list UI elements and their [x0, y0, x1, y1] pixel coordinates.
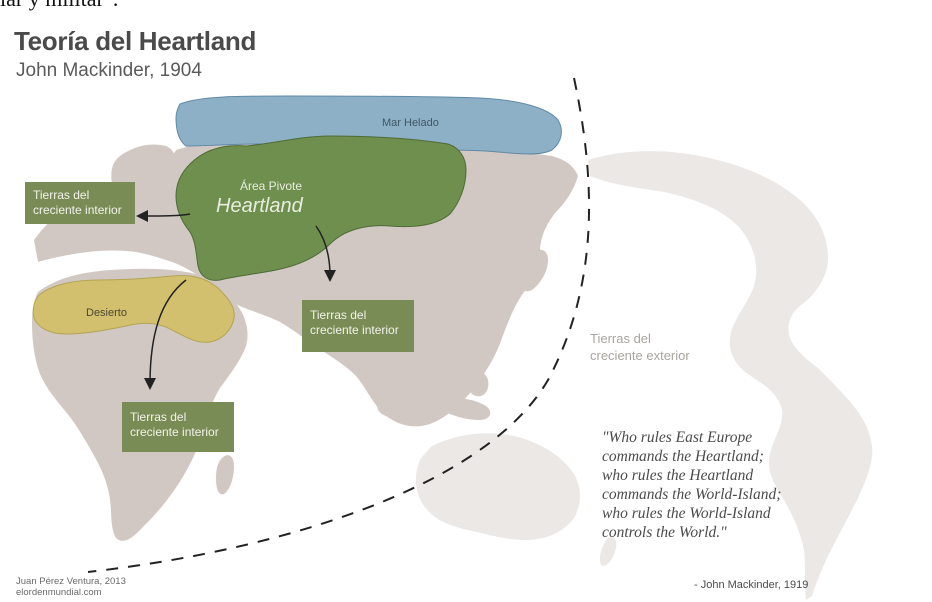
outer-crescent-label: Tierras del creciente exterior [590, 330, 740, 364]
quote-line-5: who rules the World-Island [602, 505, 771, 522]
inner-crescent-label-africa-line1: Tierras del [130, 410, 187, 424]
new-zealand-landmass [599, 537, 617, 566]
inner-crescent-label-europe-line1: Tierras del [33, 188, 90, 202]
heartland-region [175, 135, 467, 281]
map-title: Teoría del Heartland [14, 26, 257, 56]
outer-crescent-label-line1: Tierras del [590, 331, 651, 346]
inner-crescent-label-africa-line2: creciente interior [130, 425, 219, 439]
quote-line-4: commands the World-Island; [602, 486, 782, 503]
arrow-to-europe [136, 209, 191, 222]
inner-crescent-label-asia: Tierras del creciente interior [302, 300, 414, 352]
frozen-sea-label: Mar Helado [382, 117, 439, 129]
madagascar-landmass [216, 455, 234, 495]
heartland-label: Heartland [216, 195, 304, 217]
credit-source: elordenmundial.com [16, 587, 102, 598]
inner-crescent-label-europe: Tierras del creciente interior [25, 182, 135, 224]
mackinder-quote: "Who rules East Europe commands the Hear… [602, 428, 842, 542]
quote-line-6: controls the World." [602, 524, 727, 541]
pivot-area-label: Área Pivote [240, 178, 302, 193]
quote-line-2: commands the Heartland; [602, 448, 764, 465]
inner-crescent-label-asia-line2: creciente interior [310, 323, 399, 337]
quote-line-1: "Who rules East Europe [602, 429, 753, 446]
southeast-asia-islands [377, 372, 491, 423]
crescent-boundary-line [87, 77, 591, 573]
map-credits: Juan Pérez Ventura, 2013 elordenmundial.… [16, 576, 126, 598]
americas-landmass [588, 151, 873, 600]
desert-label: Desierto [86, 307, 127, 319]
cropped-caption-text: lar y militar". [0, 0, 118, 12]
arrow-to-africa [144, 279, 187, 390]
australia-landmass [415, 433, 580, 540]
outer-crescent-label-line2: creciente exterior [590, 348, 690, 363]
quote-line-3: who rules the Heartland [602, 467, 754, 484]
japan-landmass [521, 249, 548, 292]
map-subtitle: John Mackinder, 1904 [16, 60, 202, 81]
inner-crescent-label-europe-line2: creciente interior [33, 203, 122, 217]
inner-crescent-label-africa: Tierras del creciente interior [122, 402, 234, 452]
inner-crescent-box-africa [122, 402, 234, 452]
arrow-to-asia [315, 225, 336, 282]
desert-region [32, 275, 235, 343]
quote-author: - John Mackinder, 1919 [694, 579, 809, 591]
inner-crescent-label-asia-line1: Tierras del [310, 308, 367, 322]
inner-crescent-box-asia [302, 300, 414, 352]
credit-author: Juan Pérez Ventura, 2013 [16, 576, 126, 587]
inner-crescent-box-europe [25, 182, 135, 224]
frozen-sea-region [175, 95, 562, 155]
